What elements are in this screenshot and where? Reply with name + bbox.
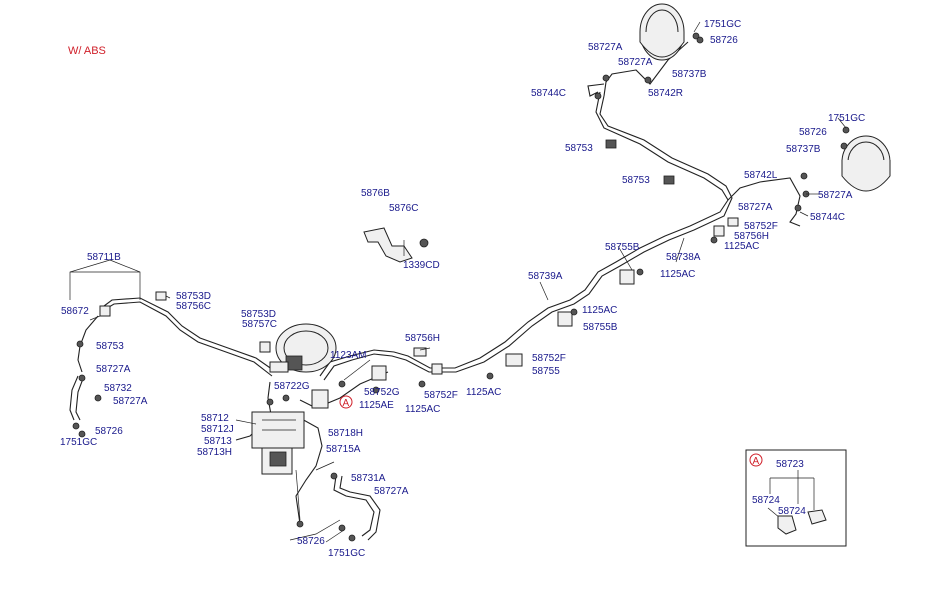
inset-mark-a-letter: A xyxy=(753,456,760,467)
label-58715a: 58715A xyxy=(326,444,361,455)
label-58755b-low: 58755B xyxy=(583,322,618,333)
label-58724a: 58724 xyxy=(752,495,780,506)
label-1125ac-right: 1125AC xyxy=(724,241,759,252)
label-1751gc-bot: 1751GC xyxy=(328,548,365,559)
label-58744c-right: 58744C xyxy=(810,212,845,223)
label-58713h: 58713H xyxy=(197,447,232,458)
abs-modulator xyxy=(251,411,305,475)
label-1339cd: 1339CD xyxy=(403,260,440,271)
label-58742r: 58742R xyxy=(648,88,683,99)
label-58723: 58723 xyxy=(776,459,804,470)
label-58672: 58672 xyxy=(61,306,89,317)
label-58727a-right2: 58727A xyxy=(738,202,773,213)
label-58712j: 58712J xyxy=(201,424,234,435)
label-58753d-c: 58753D xyxy=(241,309,276,320)
label-58755: 58755 xyxy=(532,366,560,377)
label-58727a-bot: 58727A xyxy=(374,486,409,497)
label-58727a-left: 58727A xyxy=(96,364,131,375)
label-58753d-left: 58753D xyxy=(176,291,211,302)
label-58755b-top: 58755B xyxy=(605,242,640,253)
label-5876b: 5876B xyxy=(361,188,390,199)
label-58726-right: 58726 xyxy=(799,127,827,138)
rear-drum-top xyxy=(639,3,685,61)
label-1125ac-mid: 1125AC xyxy=(660,269,695,280)
inset-box-a: A xyxy=(745,449,847,547)
label-1125ac-low: 1125AC xyxy=(466,387,501,398)
label-58727a-top1: 58727A xyxy=(588,42,623,53)
rear-drum-right xyxy=(841,135,891,192)
label-58737b-top: 58737B xyxy=(672,69,707,80)
label-1125ac-c: 1125AC xyxy=(582,305,617,316)
label-1751gc-left: 1751GC xyxy=(60,437,97,448)
callout-mark-a xyxy=(339,395,353,409)
label-58712: 58712 xyxy=(201,413,229,424)
label-1125ae: 1125AE xyxy=(359,400,394,411)
label-58713: 58713 xyxy=(204,436,232,447)
leader-lines xyxy=(69,21,847,543)
label-1751gc-right: 1751GC xyxy=(828,113,865,124)
label-58732: 58732 xyxy=(104,383,132,394)
label-58711b: 58711B xyxy=(87,252,121,263)
part-labels: 1751GC 58726 58727A 58727A 58737B 58744C… xyxy=(60,19,865,559)
fittings xyxy=(72,32,850,542)
label-58727a-right1: 58727A xyxy=(818,190,853,201)
main-brake-lines xyxy=(69,41,801,541)
label-58753-left: 58753 xyxy=(96,341,124,352)
label-1751gc-top: 1751GC xyxy=(704,19,741,30)
line-clips xyxy=(99,139,739,409)
label-58752f-right: 58752F xyxy=(744,221,778,232)
label-5876c: 5876C xyxy=(389,203,418,214)
label-58756h-right: 58756H xyxy=(734,231,769,242)
label-58738a: 58738A xyxy=(666,252,701,263)
label-58742l: 58742L xyxy=(744,170,778,181)
label-1123am: 1123AM xyxy=(330,350,367,361)
label-58724b: 58724 xyxy=(778,506,806,517)
label-58756h-c: 58756H xyxy=(405,333,440,344)
label-58731a: 58731A xyxy=(351,473,386,484)
label-58727a-top2: 58727A xyxy=(618,57,653,68)
brake-booster xyxy=(269,323,337,373)
label-58753-mid: 58753 xyxy=(622,175,650,186)
label-58718h: 58718H xyxy=(328,428,363,439)
inset-mark-a xyxy=(749,453,763,467)
label-58726-top: 58726 xyxy=(710,35,738,46)
label-58752f-low: 58752F xyxy=(424,390,458,401)
label-58757c: 58757C xyxy=(242,319,277,330)
label-58726-left: 58726 xyxy=(95,426,123,437)
label-58752g: 58752G xyxy=(364,387,400,398)
label-58726-bot: 58726 xyxy=(297,536,325,547)
label-58722g: 58722G xyxy=(274,381,310,392)
label-58752f-c: 58752F xyxy=(532,353,566,364)
label-58744c-top: 58744C xyxy=(531,88,566,99)
callout-mark-a-letter: A xyxy=(343,398,350,409)
brake-bracket xyxy=(363,227,429,263)
label-58739a: 58739A xyxy=(528,271,563,282)
label-58737b-right: 58737B xyxy=(786,144,821,155)
label-1125ac-low2: 1125AC xyxy=(405,404,440,415)
diagram-title: W/ ABS xyxy=(68,45,106,57)
label-58756c: 58756C xyxy=(176,301,211,312)
label-58753-top: 58753 xyxy=(565,143,593,154)
label-58727a-left2: 58727A xyxy=(113,396,148,407)
